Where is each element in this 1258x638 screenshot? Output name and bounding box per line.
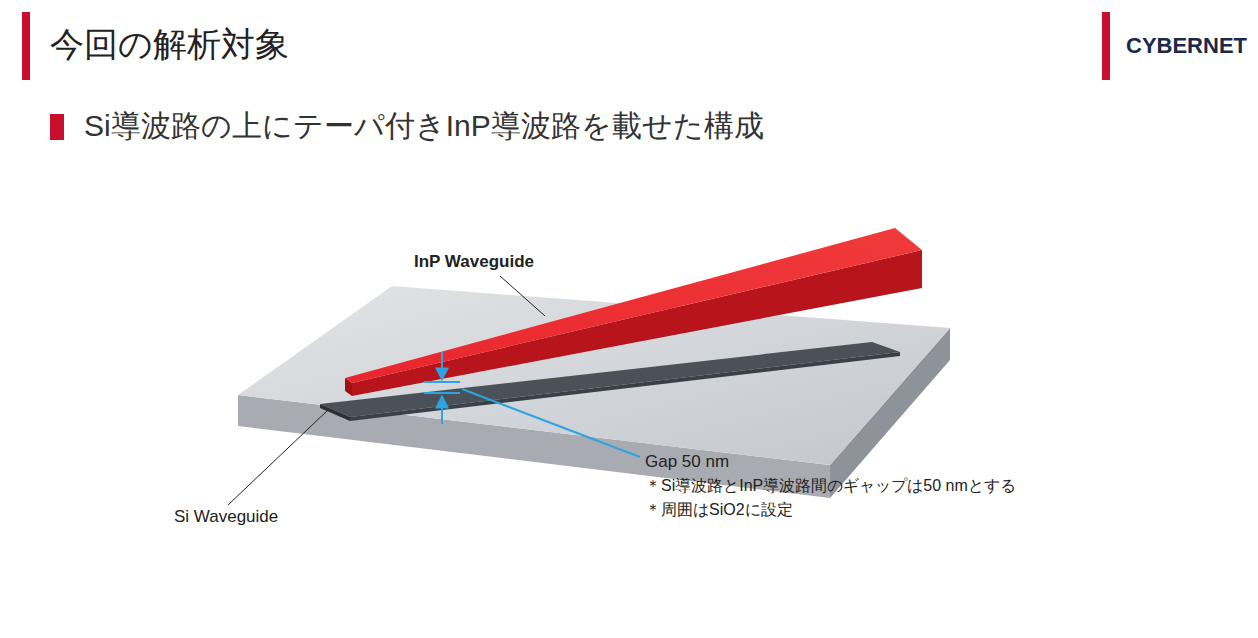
leader-line (228, 410, 328, 505)
logo-bar (1102, 12, 1110, 80)
leader-line (462, 389, 640, 457)
logo-text: CYBERNET (1126, 33, 1247, 59)
dimension: Gap 50 nm (645, 452, 729, 472)
gap-arrow (441, 396, 443, 424)
gap-line (424, 381, 460, 383)
note: ＊周囲はSiO2に設定 (645, 500, 793, 519)
part-name: Si Waveguide (174, 507, 278, 527)
leader-line (500, 276, 545, 316)
gap-arrow (441, 352, 443, 380)
inp-waveguide-side (352, 250, 922, 396)
slide-title: 今回の解析対象 (50, 24, 289, 65)
inp-waveguide (345, 228, 922, 383)
part-name: InP Waveguide (414, 252, 534, 272)
title-bar (22, 12, 30, 80)
subtitle: Si導波路の上にテーパ付きInP導波路を載せた構成 (84, 108, 764, 144)
bullet-square (50, 114, 64, 140)
note: ＊Si導波路とInP導波路間のギャップは50 nmとする (645, 476, 1016, 495)
gap-line (424, 392, 460, 394)
